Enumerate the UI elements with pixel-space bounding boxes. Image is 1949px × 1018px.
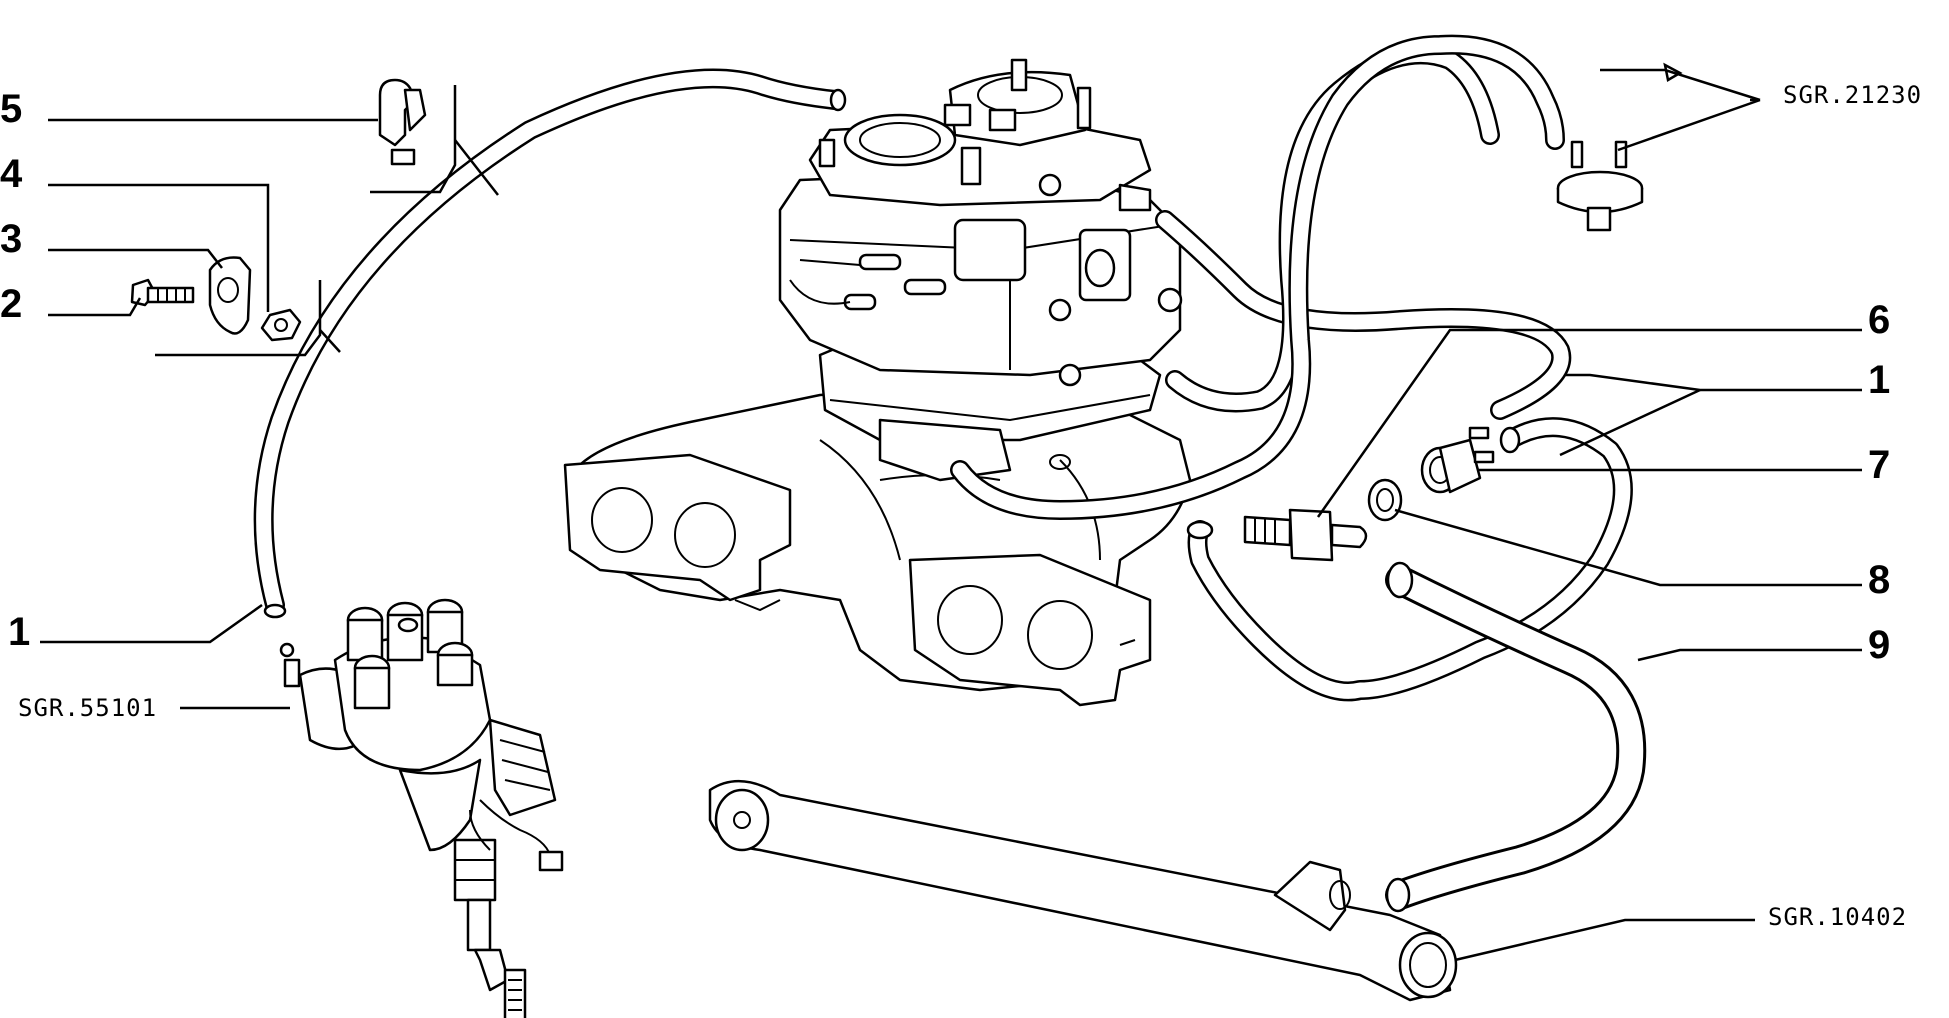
vacuum-hoses-upper-right: [950, 34, 1572, 520]
callout-9: 9: [1868, 623, 1890, 667]
callout-1-left: 1: [8, 610, 30, 654]
intake-manifold: [563, 388, 1192, 707]
callout-2: 2: [0, 282, 22, 326]
callout-labels: 5 4 3 2 1 SGR.55101 SGR.21230 6 1 7 8 9 …: [0, 81, 1922, 931]
callout-6: 6: [1868, 298, 1890, 342]
callout-7: 7: [1868, 443, 1890, 487]
ref-sgr-21230: SGR.21230: [1783, 81, 1922, 109]
ignition-distributor: [279, 598, 564, 1018]
ref-sgr-55101: SGR.55101: [18, 694, 157, 722]
callout-5: 5: [0, 87, 22, 131]
water-pipe: [708, 779, 1458, 1002]
coolant-hose: [1385, 561, 1647, 913]
nut: [260, 308, 302, 342]
vacuum-hose-right: [1186, 417, 1633, 702]
callout-8: 8: [1868, 558, 1890, 602]
sealing-washer: [1367, 478, 1403, 522]
bolt: [130, 278, 195, 307]
ref-sgr-10402: SGR.10402: [1768, 903, 1907, 931]
vacuum-hose-left: [253, 68, 847, 619]
callout-4: 4: [0, 152, 23, 196]
callout-1-right: 1: [1868, 358, 1890, 402]
check-valve: [1243, 508, 1368, 562]
callout-3: 3: [0, 217, 22, 261]
bracket: [208, 256, 252, 335]
retaining-clip: [378, 78, 427, 166]
leader-lines: [40, 62, 1862, 962]
vacuum-switch-top: [1556, 140, 1644, 232]
thermo-vacuum-switch: [1420, 426, 1495, 494]
carburetor: [778, 58, 1183, 482]
